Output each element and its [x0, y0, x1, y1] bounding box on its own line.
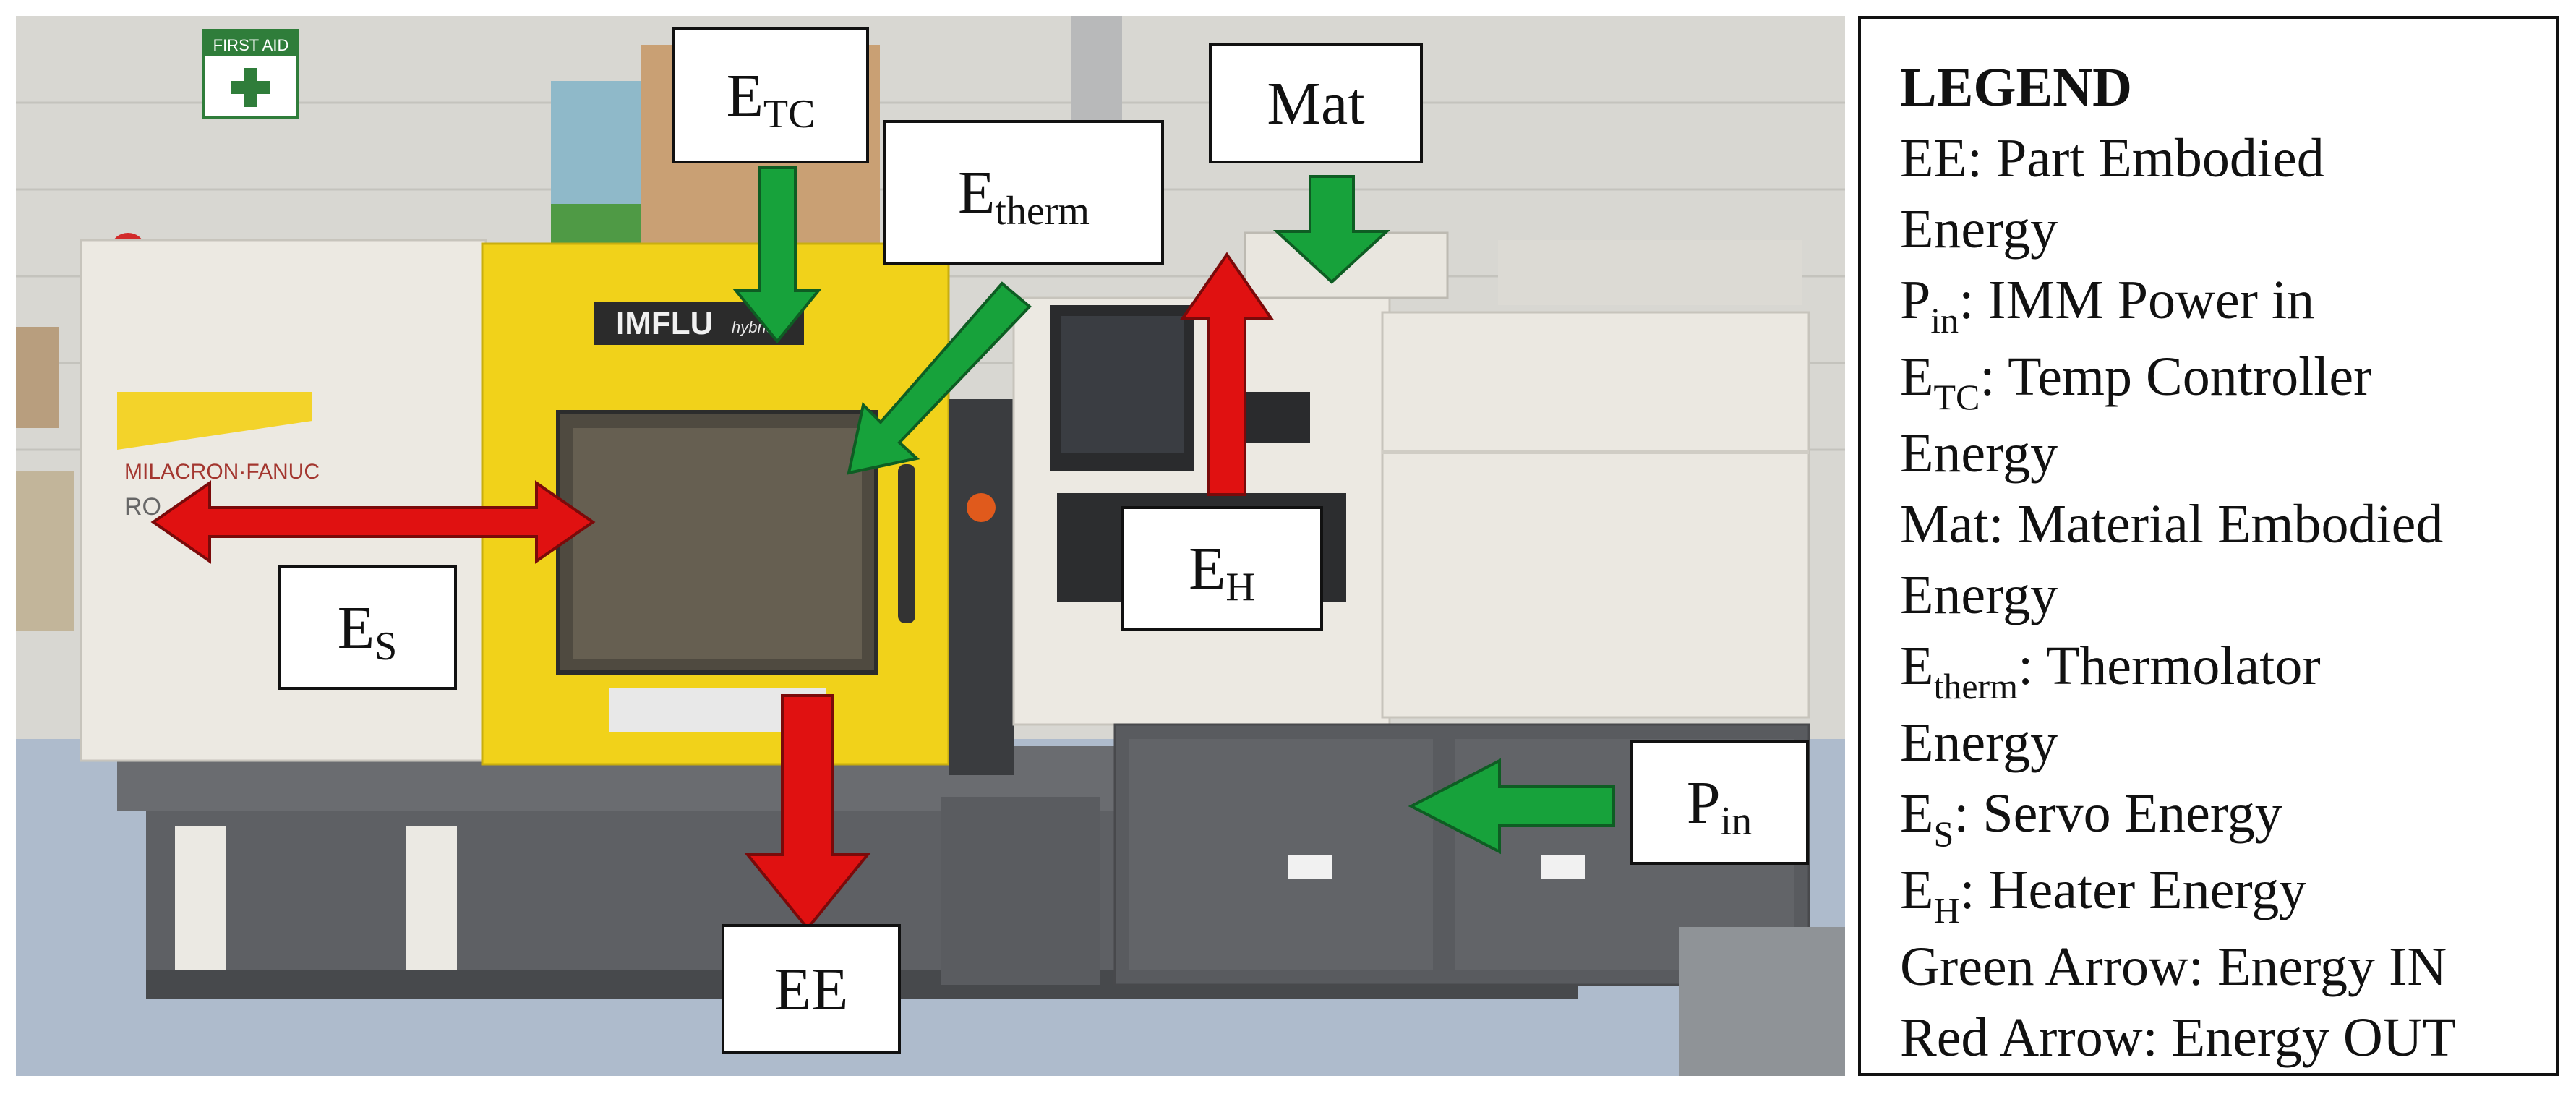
legend-text: E — [1900, 346, 1934, 407]
label-mat-main: Mat — [1267, 69, 1365, 137]
label-e-tc-sub: TC — [763, 92, 816, 137]
legend-text: Red Arrow: Energy OUT — [1900, 1007, 2457, 1068]
first-aid-text: FIRST AID — [213, 36, 289, 54]
legend-row: Energy — [1900, 560, 2556, 631]
label-e-h-sub: H — [1225, 565, 1255, 610]
label-mat: Mat — [1209, 43, 1423, 163]
brand-side-text: MILACRON·FANUC — [124, 460, 320, 484]
brand-side-text-2: RO — [124, 493, 161, 521]
legend-text: E — [1900, 783, 1934, 844]
legend-row: EH: Heater Energy — [1900, 855, 2556, 931]
legend-row: Energy — [1900, 194, 2556, 265]
label-e-s-main: E — [337, 594, 375, 662]
brand-top-text: IMFLU — [616, 306, 713, 341]
label-ee-main: EE — [774, 955, 849, 1023]
legend-text: P — [1900, 270, 1931, 330]
legend-subscript: S — [1933, 813, 1954, 854]
legend-text: Green Arrow: Energy IN — [1900, 936, 2447, 997]
legend-text: Energy — [1900, 199, 2058, 260]
legend-subscript: TC — [1933, 377, 1980, 417]
legend-row: Pin: IMM Power in — [1900, 265, 2556, 341]
ee-red-arrow — [744, 694, 871, 931]
eh-red-arrow — [1180, 252, 1274, 496]
legend-text: : Temp Controller — [1980, 346, 2372, 407]
pin-green-arrow — [1408, 758, 1615, 855]
legend-text: Energy — [1900, 565, 2058, 625]
legend-text: : Thermolator — [2018, 636, 2321, 696]
label-ee: EE — [722, 924, 901, 1054]
legend-text: : Heater Energy — [1959, 860, 2307, 920]
legend-subscript: H — [1933, 890, 1960, 931]
legend-subscript: therm — [1933, 666, 2019, 706]
legend-title: LEGEND — [1900, 57, 2132, 118]
legend-row: ETC: Temp Controller — [1900, 341, 2556, 418]
legend-text: Mat: Material Embodied — [1900, 494, 2444, 555]
label-e-therm-main: E — [958, 158, 996, 226]
legend-panel: LEGEND EE: Part Embodied Energy Pin: IMM… — [1858, 16, 2559, 1076]
mat-green-arrow — [1272, 175, 1391, 284]
legend-text: Energy — [1900, 423, 2058, 484]
label-e-tc-main: E — [726, 61, 763, 129]
label-e-therm-sub: therm — [995, 189, 1090, 234]
legend-subscript: in — [1930, 300, 1959, 341]
legend-row: EE: Part Embodied — [1900, 123, 2556, 194]
label-e-h-main: E — [1189, 534, 1226, 602]
legend-row: Energy — [1900, 418, 2556, 489]
legend-row: Green Arrow: Energy IN — [1900, 931, 2556, 1002]
legend-row: Etherm: Thermolator — [1900, 631, 2556, 707]
etherm-green-arrow — [847, 281, 1032, 475]
legend-text: : IMM Power in — [1959, 270, 2315, 330]
label-p-in-sub: in — [1720, 799, 1753, 844]
legend-text: E — [1900, 860, 1934, 920]
legend-row: Mat: Material Embodied — [1900, 489, 2556, 560]
legend-row: ES: Servo Energy — [1900, 778, 2556, 855]
legend-text: EE: Part Embodied — [1900, 128, 2324, 189]
es-red-double-arrow — [150, 480, 596, 564]
legend-text: Energy — [1900, 712, 2058, 773]
legend-row: Red Arrow: Energy OUT — [1900, 1002, 2556, 1073]
label-p-in-main: P — [1686, 769, 1721, 837]
etc-green-arrow — [732, 166, 822, 344]
legend-text: : Servo Energy — [1954, 783, 2282, 844]
legend-row: Energy — [1900, 707, 2556, 778]
label-e-s-sub: S — [375, 624, 398, 669]
legend-text: E — [1900, 636, 1934, 696]
